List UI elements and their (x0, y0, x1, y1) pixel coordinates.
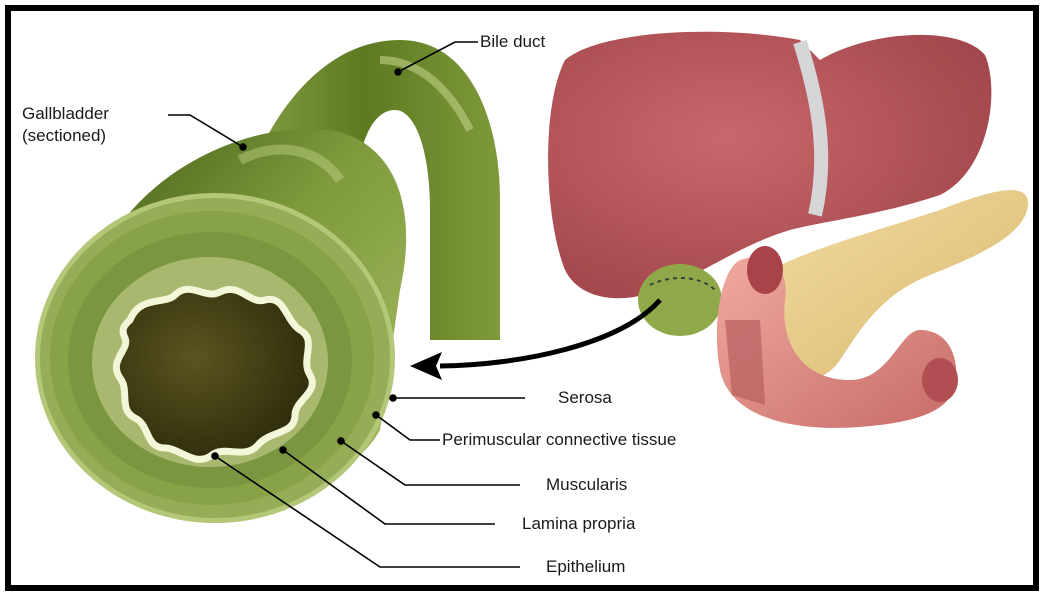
gallbladder-cross-section (35, 193, 395, 523)
leader-line-perimuscular (376, 415, 440, 440)
label-bile-duct: Bile duct (480, 32, 545, 52)
lumen-shape (116, 289, 312, 459)
label-gallbladder-sectioned: (sectioned) (22, 126, 106, 146)
label-muscularis: Muscularis (546, 475, 627, 495)
label-lamina-propria: Lamina propria (522, 514, 635, 534)
gallbladder-in-situ-shape (638, 264, 722, 336)
label-serosa: Serosa (558, 388, 612, 408)
leader-line-gallbladder (168, 115, 243, 147)
label-gallbladder: Gallbladder (22, 104, 109, 124)
label-epithelium: Epithelium (546, 557, 625, 577)
label-perimuscular-connective-tissue: Perimuscular connective tissue (442, 430, 676, 450)
